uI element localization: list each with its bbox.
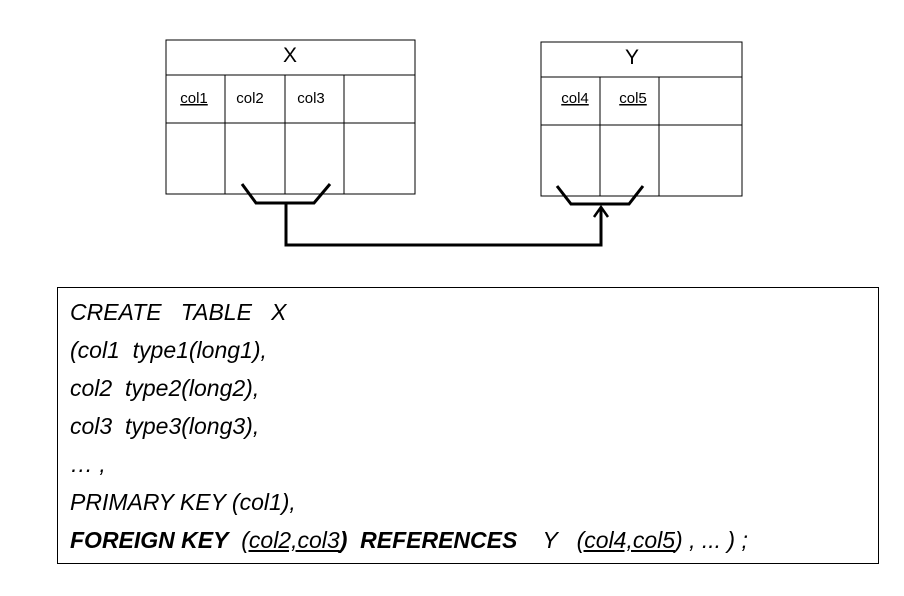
table-x-col2: col2 — [236, 90, 264, 107]
table-y-col5: col5 — [619, 90, 647, 107]
sql-code-box: CREATE TABLE X (col1 type1(long1), col2 … — [57, 287, 879, 564]
sql-line-col1: (col1 type1(long1), — [70, 337, 267, 363]
sql-line-ellipsis: … , — [70, 451, 106, 477]
table-x-col3: col3 — [297, 90, 325, 107]
sql-fk-columns: (col2,col3 — [241, 527, 340, 553]
sql-line-tail: ) , ... ) ; — [675, 527, 748, 553]
sql-line-primary-key: PRIMARY KEY (col1), — [70, 489, 296, 515]
table-x-title: X — [283, 44, 297, 67]
reference-connector — [284, 203, 603, 247]
sql-fk-close-paren: ) — [339, 527, 348, 553]
fk-bracket-y — [555, 185, 645, 206]
sql-line-create: CREATE TABLE X — [70, 299, 287, 325]
sql-line-col2: col2 type2(long2), — [70, 375, 260, 401]
table-y — [540, 41, 743, 197]
arrow-head-icon — [592, 204, 610, 218]
sql-foreign-key-keyword: FOREIGN KEY — [70, 527, 229, 553]
sql-line-col3: col3 type3(long3), — [70, 413, 260, 439]
sql-ref-columns: (col4,col5 — [576, 527, 676, 553]
sql-line-foreign-key: FOREIGN KEY (col2,col3) REFERENCES Y (co… — [70, 526, 748, 554]
sql-references-keyword: REFERENCES — [360, 527, 518, 553]
table-x — [165, 39, 416, 195]
sql-ref-table: Y — [542, 527, 558, 553]
table-x-col1: col1 — [180, 90, 208, 107]
table-y-col4: col4 — [561, 90, 589, 107]
table-y-title: Y — [625, 46, 639, 69]
